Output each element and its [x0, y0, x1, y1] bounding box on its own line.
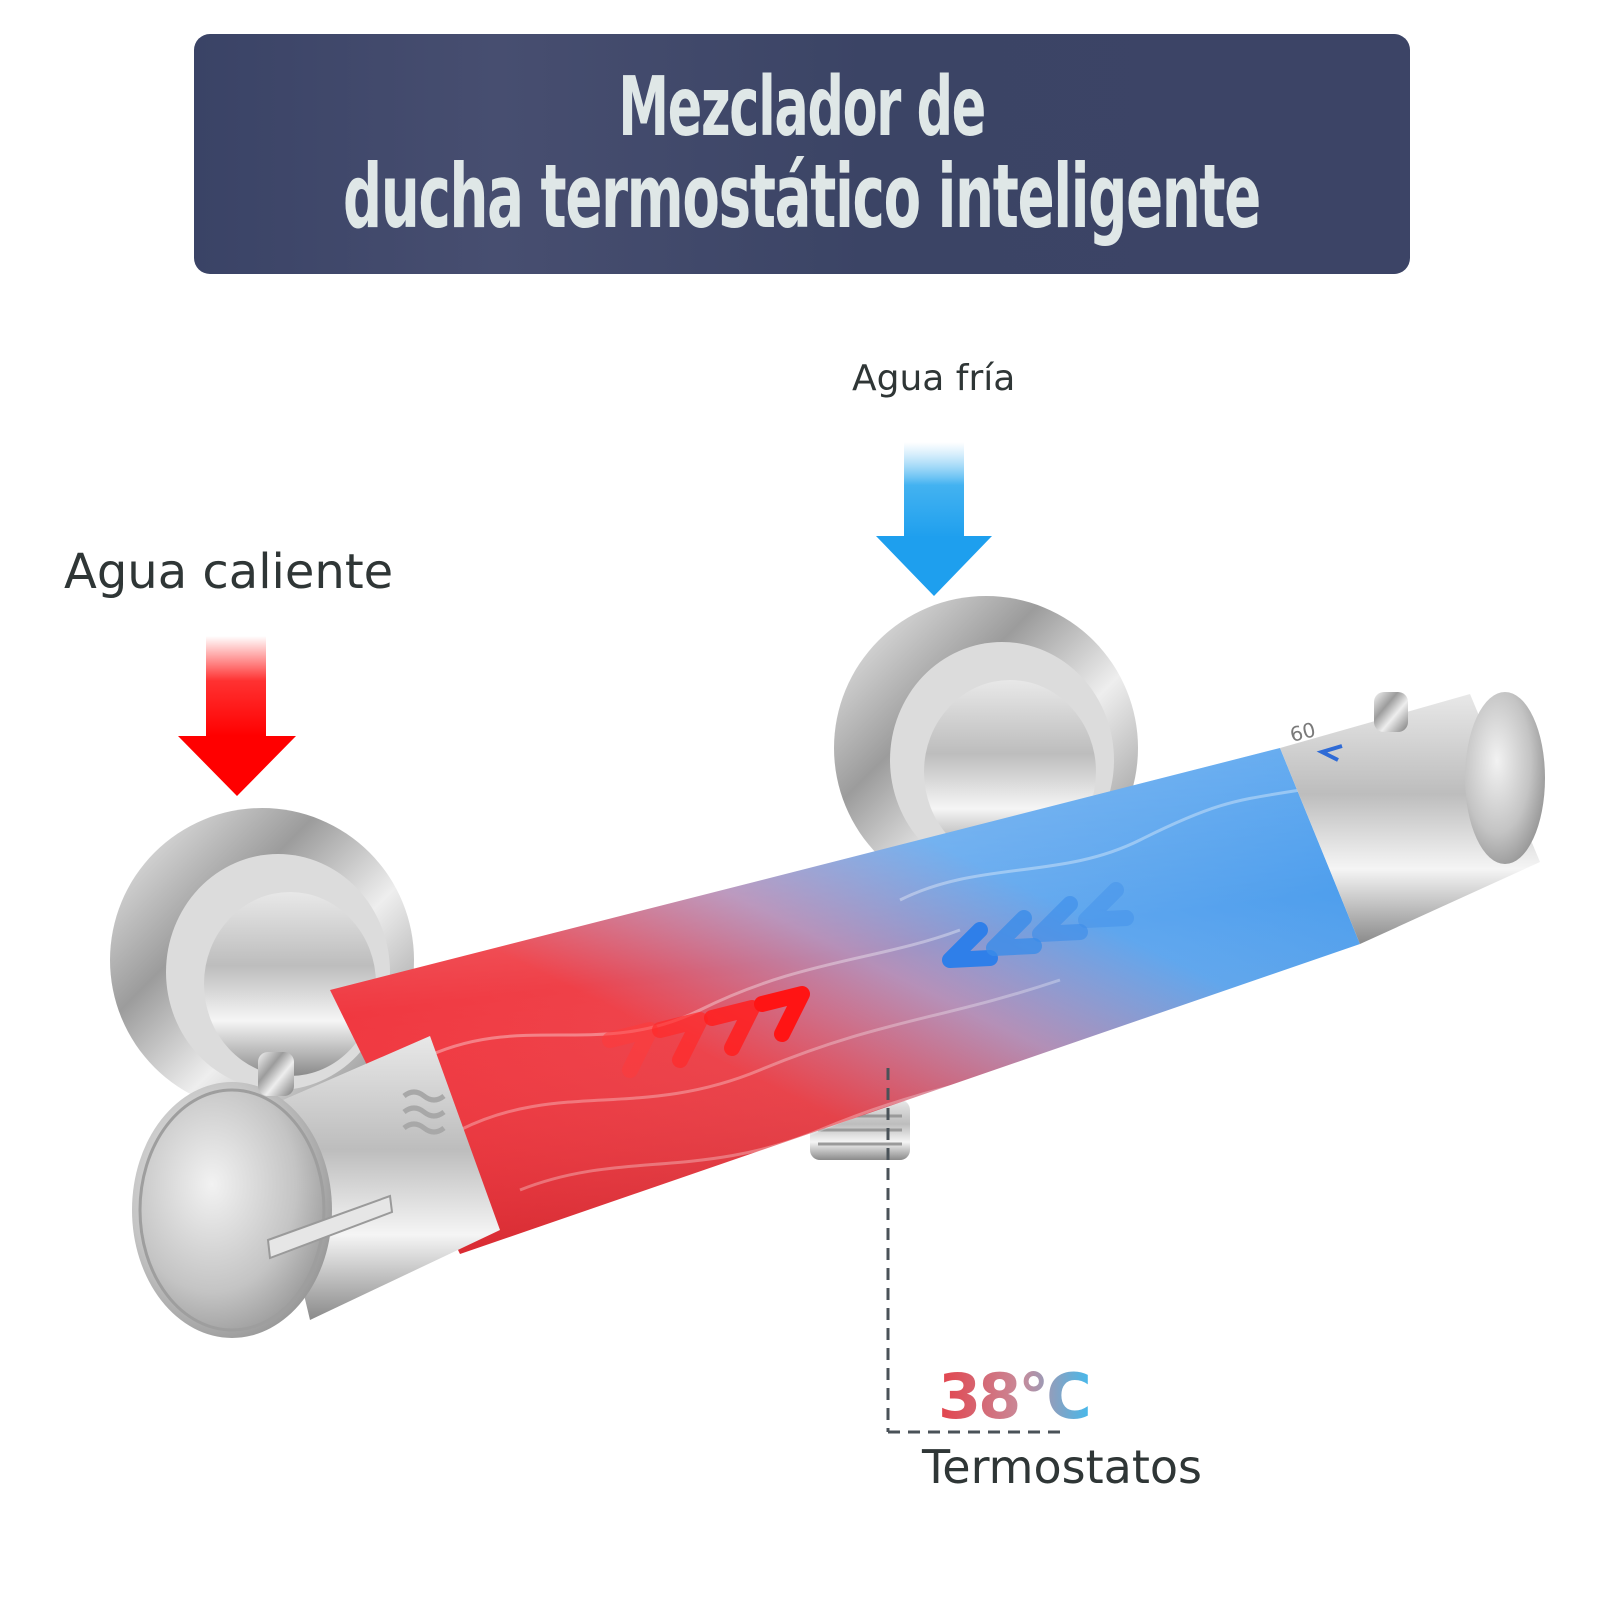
svg-text:60: 60	[1287, 717, 1318, 746]
thermostat-pointer	[886, 1068, 1068, 1434]
flow-chevrons-icon	[602, 882, 1134, 1078]
thermostat-label: Termostatos	[922, 1440, 1202, 1494]
cold-arrow-icon	[876, 442, 992, 596]
cold-water-label: Agua fría	[852, 358, 1016, 399]
title-banner: Mezclador de ducha termostático intelige…	[194, 34, 1410, 274]
title-line-1: Mezclador de	[618, 59, 987, 155]
temperature-control-knob: 60	[1280, 692, 1545, 944]
mixer-body	[330, 748, 1360, 1254]
hot-inlet-mount	[110, 808, 414, 1112]
hot-water-label: Agua caliente	[64, 544, 394, 600]
wave-icon	[402, 1089, 446, 1135]
flow-control-knob	[132, 1036, 500, 1338]
hot-arrow-icon	[178, 636, 296, 796]
title-line-2: ducha termostático inteligente	[343, 144, 1261, 248]
temperature-readout: 38°C	[938, 1360, 1092, 1433]
